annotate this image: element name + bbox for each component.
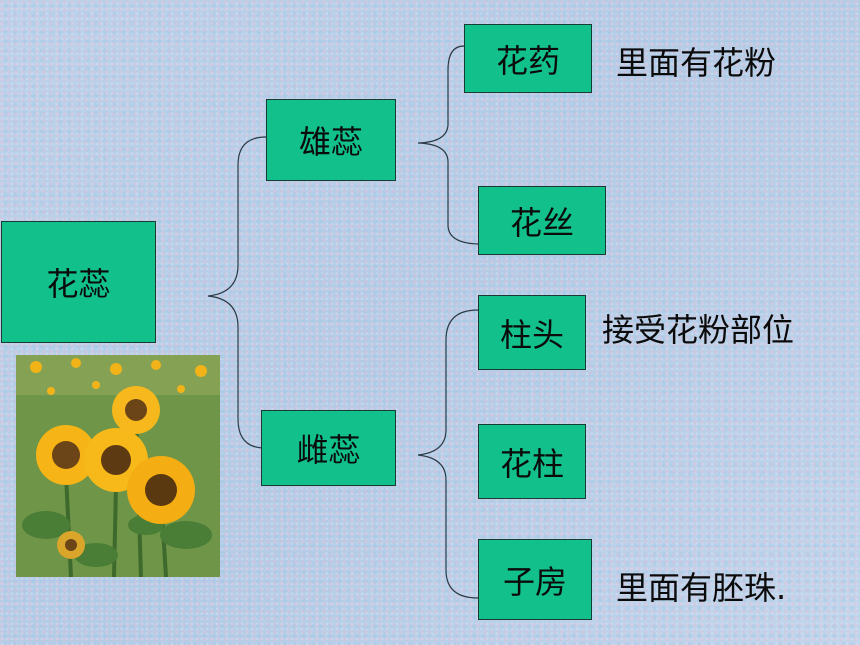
node-stigma: 柱头 [478,295,586,370]
sunflower-photo [16,355,220,577]
node-style: 花柱 [478,424,586,499]
node-anther: 花药 [464,24,592,93]
sunflower-illustration [16,355,220,577]
note-ovary: 里面有胚珠. [616,569,787,607]
node-ovary: 子房 [478,539,592,620]
node-pistil: 雌蕊 [261,410,396,486]
node-stamen: 雄蕊 [266,99,396,181]
note-anther: 里面有花粉 [616,44,777,82]
note-stigma: 接受花粉部位 [602,311,795,349]
node-floral-organ-root: 花蕊 [1,221,156,343]
node-filament: 花丝 [478,186,606,255]
